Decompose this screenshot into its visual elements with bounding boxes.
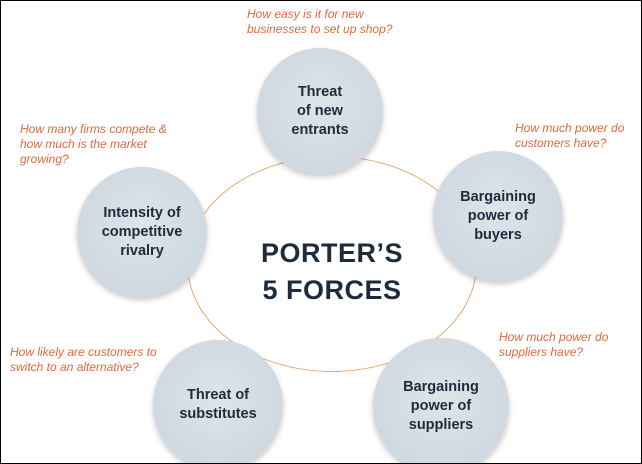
question-substitutes: How likely are customers to switch to an… xyxy=(10,345,157,374)
question-suppliers: How much power do suppliers have? xyxy=(499,330,609,359)
force-suppliers-label: Bargaining power of suppliers xyxy=(403,378,479,433)
force-rivalry-label: Intensity of competitive rivalry xyxy=(101,204,183,259)
question-buyers: How much power do customers have? xyxy=(515,121,625,150)
force-suppliers: Bargaining power of suppliers xyxy=(373,338,509,463)
force-substitutes-label: Threat of substitutes xyxy=(179,387,257,422)
force-new-entrants-label: Threat of new entrants xyxy=(291,83,349,138)
force-buyers: Bargaining power of buyers xyxy=(433,151,563,281)
question-new-entrants: How easy is it for new businesses to set… xyxy=(247,7,393,36)
question-rivalry: How many firms compete & how much is the… xyxy=(20,122,167,166)
force-substitutes: Threat of substitutes xyxy=(153,340,283,463)
force-new-entrants: Threat of new entrants xyxy=(257,48,383,174)
force-buyers-label: Bargaining power of buyers xyxy=(460,188,536,243)
diagram-title: PORTER’S 5 FORCES xyxy=(260,238,404,305)
force-rivalry: Intensity of competitive rivalry xyxy=(77,167,207,297)
